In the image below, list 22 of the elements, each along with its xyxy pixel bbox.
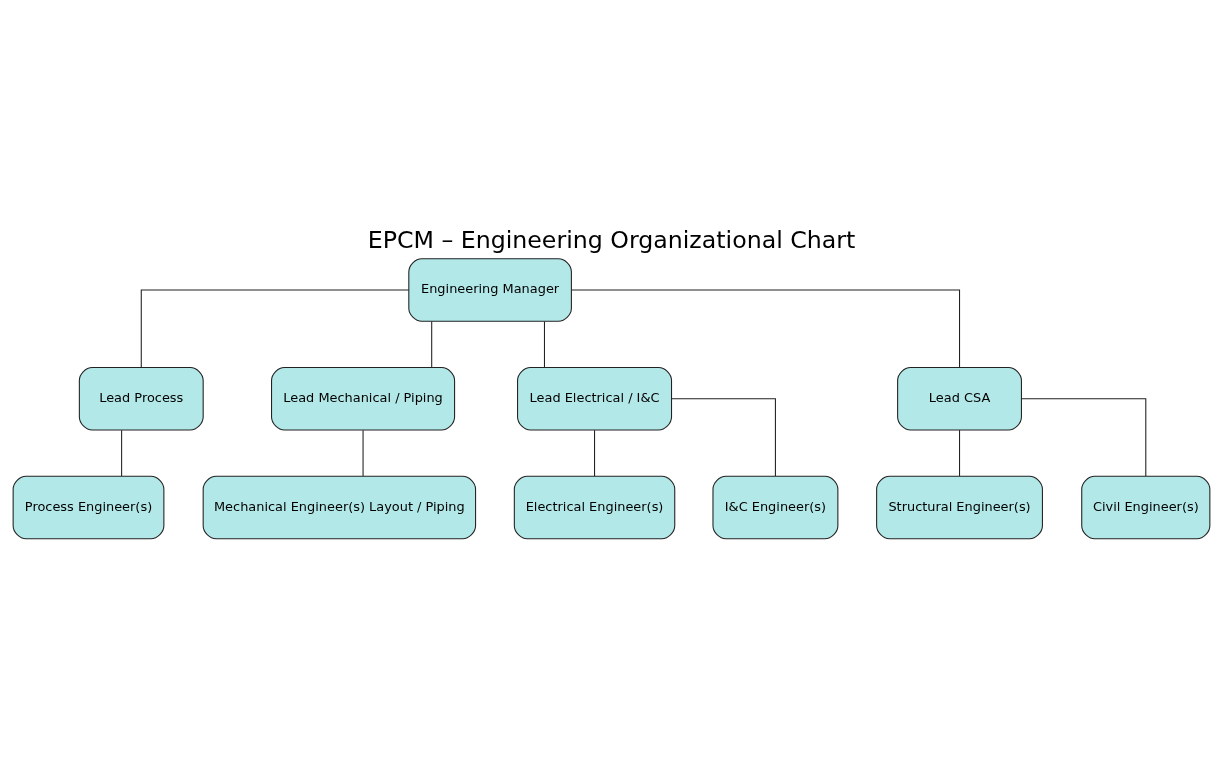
node-box: Lead Mechanical / Piping (271, 366, 456, 431)
node-box: Engineering Manager (408, 258, 572, 322)
connector (571, 289, 961, 368)
node-box: Process Engineer(s) (12, 475, 165, 540)
connector (140, 289, 410, 368)
connector (121, 429, 123, 477)
node-box: Lead CSA (897, 366, 1022, 431)
connector (543, 320, 545, 368)
node-box: Lead Process (78, 366, 204, 431)
node-box: Lead Electrical / I&C (517, 366, 673, 431)
node-box: I&C Engineer(s) (712, 475, 839, 540)
connector (431, 320, 433, 368)
node-box: Structural Engineer(s) (876, 475, 1043, 540)
connector (959, 429, 961, 477)
node-box: Electrical Engineer(s) (513, 475, 676, 540)
node-box: Civil Engineer(s) (1081, 475, 1211, 540)
diagram-title: EPCM – Engineering Organizational Chart (367, 225, 856, 254)
connector (1021, 398, 1147, 477)
node-box: Mechanical Engineer(s) Layout / Piping (202, 475, 477, 540)
connector (362, 429, 364, 477)
connector (594, 429, 596, 477)
connector (671, 398, 776, 477)
